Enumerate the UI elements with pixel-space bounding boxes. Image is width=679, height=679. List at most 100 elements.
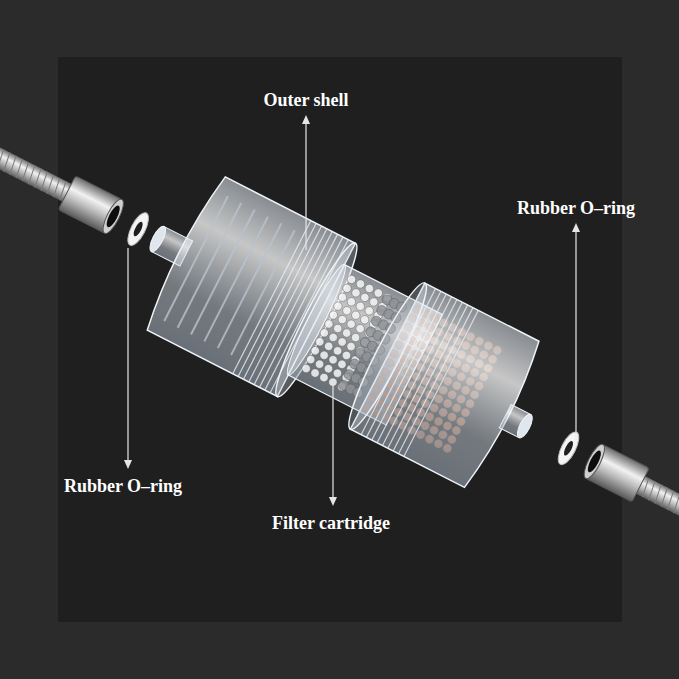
filter-bead — [336, 336, 347, 347]
filter-bead — [323, 363, 334, 374]
nut-face — [99, 197, 127, 236]
filter-bead — [310, 345, 321, 356]
leader-line — [332, 385, 333, 501]
hose-ridge — [13, 159, 25, 178]
filter-bead — [341, 327, 352, 338]
shell-rib — [218, 223, 282, 348]
part-name: Rubber O–ring — [517, 199, 635, 219]
nipple-face — [147, 224, 169, 253]
filter-bead — [332, 300, 343, 311]
hose-ridge — [665, 491, 677, 510]
filter-bead — [359, 314, 370, 325]
filter-bead — [350, 332, 361, 343]
cap-thread — [372, 294, 446, 440]
part-name: Outer shell — [263, 91, 348, 111]
hose-ridge — [677, 497, 679, 516]
left-o-ring — [124, 210, 153, 248]
right-hose — [580, 442, 679, 610]
shell-rib — [164, 196, 228, 321]
hose-ridge — [652, 484, 664, 503]
filter-bead — [336, 359, 347, 370]
leader-line — [575, 228, 576, 440]
filter-bead — [368, 296, 379, 307]
filter-bead — [345, 341, 356, 352]
filter-bead — [318, 372, 329, 383]
filter-bead — [309, 367, 320, 378]
cap-thread — [393, 305, 467, 451]
filter-bead — [373, 287, 384, 298]
hose-ridge — [640, 478, 652, 497]
shell-thread — [265, 237, 343, 390]
filter-bead — [354, 323, 365, 334]
filter-bead — [314, 358, 325, 369]
o-ring-hole — [132, 221, 145, 238]
leader-arrowhead — [572, 223, 580, 232]
cap-thread — [404, 310, 478, 456]
filter-bead — [332, 368, 343, 379]
nipple-face — [514, 412, 535, 440]
hose-ridge — [0, 146, 1, 165]
filter-bead — [332, 345, 343, 356]
filter-bead — [350, 310, 361, 321]
leader-line — [305, 120, 306, 250]
filter-bead — [332, 323, 343, 334]
filter-bead — [314, 336, 325, 347]
filter-bead — [337, 314, 348, 325]
leader-arrowhead — [329, 497, 337, 506]
filter-bead — [337, 292, 348, 303]
right-o-ring — [554, 429, 583, 467]
hose-ridge — [658, 488, 670, 507]
hose-nut — [58, 176, 122, 233]
filter-assembly — [0, 16, 679, 670]
filter-bead — [319, 327, 330, 338]
filter-bead — [341, 283, 352, 294]
filter-bead — [328, 332, 339, 343]
filter-bead — [346, 274, 357, 285]
o-ring — [124, 210, 153, 248]
cap-threads — [361, 289, 478, 457]
nut-face — [580, 442, 608, 481]
hose-ridge — [7, 156, 19, 175]
hose-ridge — [671, 494, 679, 513]
filter-bead — [359, 292, 370, 303]
left-hose — [0, 76, 127, 236]
cap-thread — [388, 302, 462, 448]
hose-ridge — [32, 168, 44, 187]
filter-bead — [355, 278, 366, 289]
filter-bead — [346, 318, 357, 329]
leader-line — [127, 248, 128, 464]
hose-ridge — [57, 181, 69, 200]
filter-bead — [341, 305, 352, 316]
leader-arrowhead — [124, 460, 132, 469]
o-ring-hole — [562, 440, 575, 457]
hose-body — [634, 475, 679, 602]
cartridge-end — [281, 261, 352, 379]
filter-bead — [323, 318, 334, 329]
filter-bead — [328, 309, 339, 320]
leader-arrowhead — [302, 115, 310, 124]
bottom-cap — [340, 278, 567, 502]
nut-hole — [585, 449, 603, 474]
filter-bead — [346, 296, 357, 307]
shell-ribs — [157, 182, 348, 393]
part-name: Rubber O–ring — [64, 477, 182, 497]
filter-bead — [350, 287, 361, 298]
filter-bead — [318, 350, 329, 361]
cap-thread — [366, 291, 440, 437]
hose-ridge — [26, 165, 38, 184]
hose-ridge — [38, 172, 50, 191]
outer-shell — [114, 160, 366, 402]
filter-bead — [301, 363, 312, 374]
o-ring — [554, 429, 583, 467]
nut-hole — [104, 204, 122, 229]
hose-ridge — [51, 178, 63, 197]
filter-bead — [327, 354, 338, 365]
filter-bead — [341, 350, 352, 361]
leader-lines — [124, 115, 580, 506]
cap-thread — [382, 299, 456, 445]
filter-bead — [364, 283, 375, 294]
cap-thread — [399, 308, 473, 454]
cap-thread — [361, 289, 435, 435]
